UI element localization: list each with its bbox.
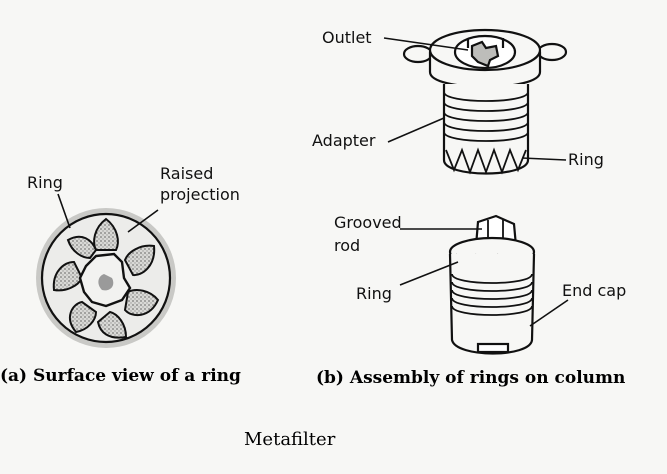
panel-b-caption: (b) Assembly of rings on column: [316, 368, 626, 388]
end-cap-leader-line: [529, 299, 569, 327]
ring-top-leader-line: [521, 157, 567, 161]
outlet-leader-line: [383, 37, 469, 51]
end-cap-label: End cap: [562, 281, 627, 300]
end-cap-slot: [476, 342, 510, 354]
outlet-opening: [470, 40, 500, 68]
raised-projection-label-line1: Raised: [160, 164, 214, 183]
adapter-label: Adapter: [312, 131, 376, 150]
end-cap-body: [448, 253, 536, 355]
grooved-rod-label-line2: rod: [334, 236, 361, 255]
ring-leader-line: [57, 193, 71, 229]
column-grooves: [443, 91, 529, 142]
raised-projection-label-line2: projection: [160, 185, 240, 204]
panel-a-caption: (a) Surface view of a ring: [0, 366, 241, 386]
raised-projection-leader-line: [127, 209, 159, 233]
grooved-rod-label-line1: Grooved: [334, 213, 402, 232]
ring-top-label: Ring: [568, 150, 604, 169]
ring-bottom-leader-line: [399, 261, 459, 286]
end-cap-grooves: [451, 273, 533, 316]
adapter-leader-line: [387, 117, 445, 143]
grooved-rod-assembly: [448, 214, 536, 355]
ring-label: Ring: [27, 173, 63, 192]
raised-projections: [52, 217, 160, 339]
ring-bottom-label: Ring: [356, 284, 392, 303]
ring-center-shading: [98, 274, 114, 291]
ring-surface-view: [36, 208, 176, 348]
column-adapter-assembly: [402, 28, 568, 175]
outlet-label: Outlet: [322, 28, 372, 47]
outlet-right-tab: [536, 42, 568, 62]
figure-title: Metafilter: [244, 429, 336, 450]
column-ring-teeth: [445, 147, 527, 175]
outlet-left-tab: [402, 44, 434, 64]
